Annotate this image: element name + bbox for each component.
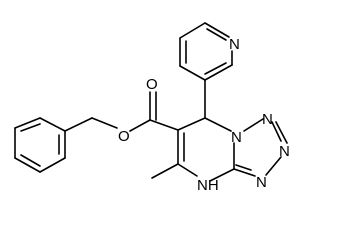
nh-label: NH <box>197 177 219 194</box>
methyl-bond <box>151 163 179 179</box>
pyridine-ring <box>179 22 233 81</box>
o-carbonyl-bond <box>129 119 151 132</box>
tetrazole-n4-label: N <box>256 174 267 191</box>
tetrazole-ring <box>233 118 288 177</box>
pyridine-nitrogen-label: N <box>229 36 240 53</box>
benzyl-bond <box>64 117 93 132</box>
pyrimidine-ring <box>177 117 235 182</box>
molecule-structure: O O N N N N N NH <box>14 22 290 194</box>
benzene-ring <box>14 117 66 173</box>
carbonyl-oxygen-label: O <box>146 76 158 93</box>
tetrazole-n1-label: N <box>231 129 242 146</box>
carbonyl-c6-bond <box>149 119 179 131</box>
tetrazole-n3-label: N <box>279 143 290 160</box>
ch2-o-bond <box>91 117 118 129</box>
ester-oxygen-label: O <box>118 128 130 145</box>
tetrazole-n2-label: N <box>262 111 273 128</box>
